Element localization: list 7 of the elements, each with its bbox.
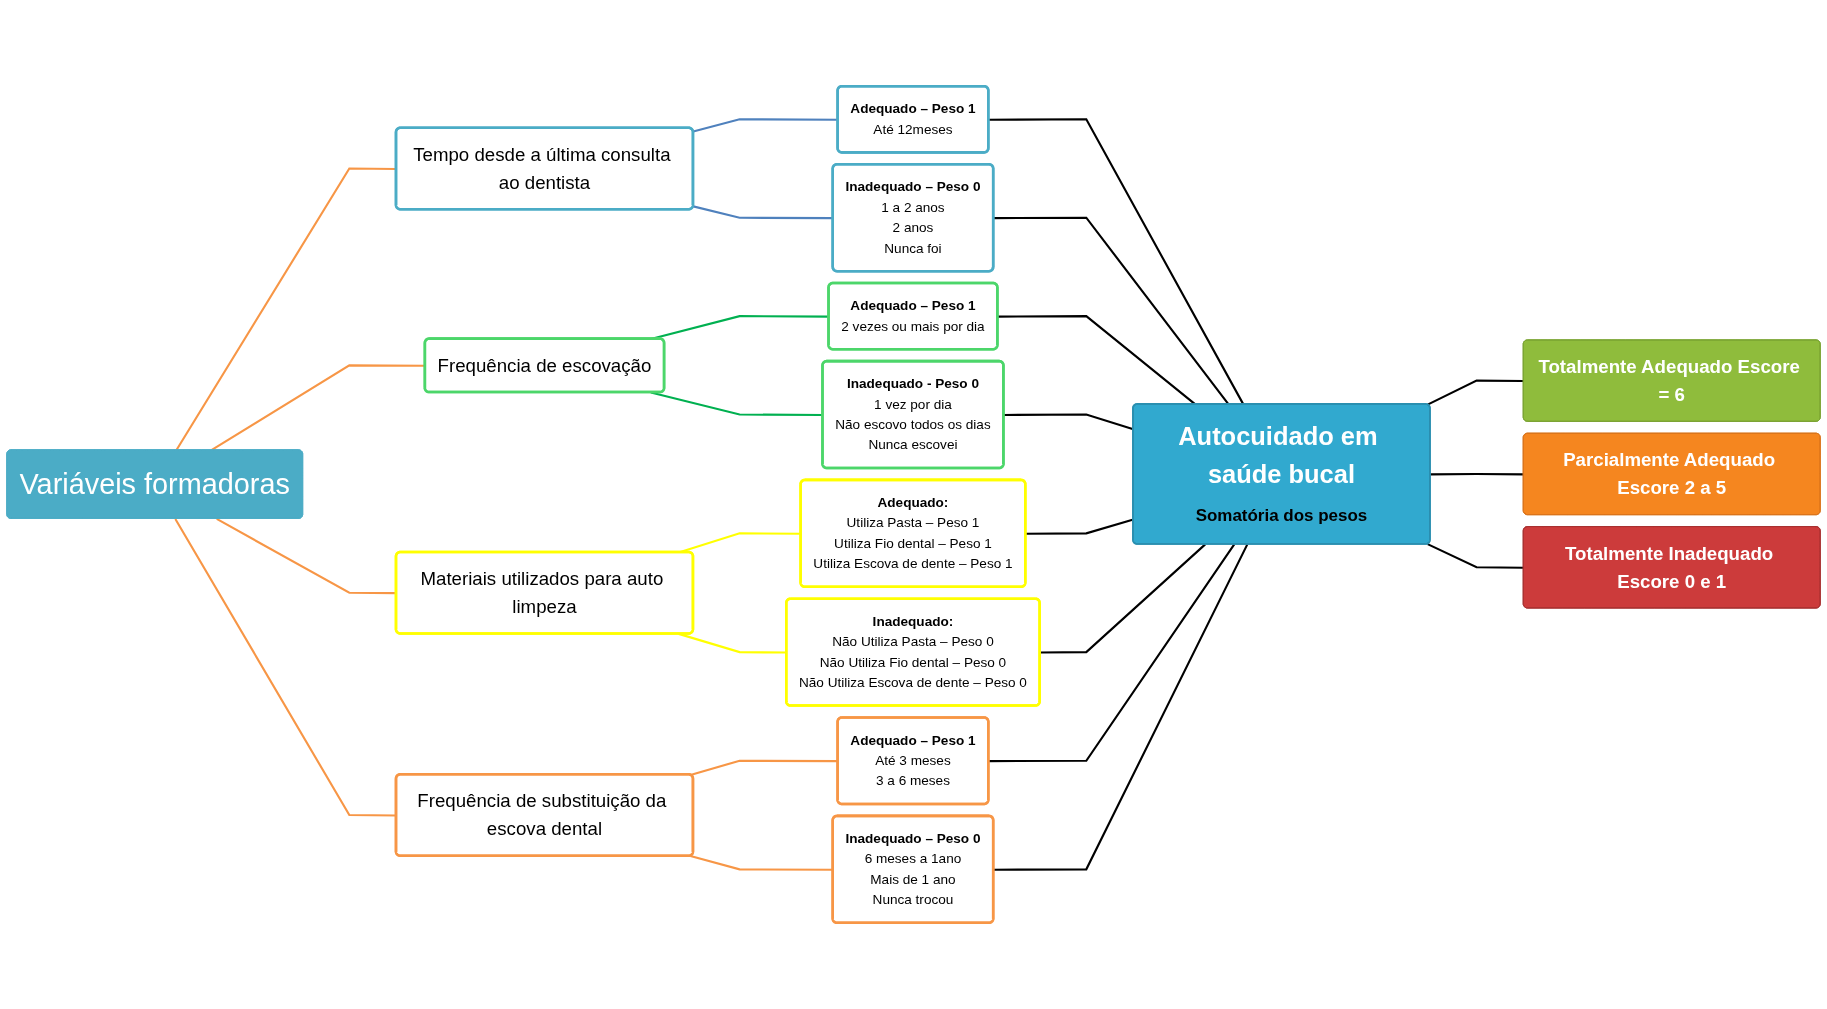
connector (1427, 379, 1524, 406)
connector (1430, 472, 1524, 476)
connector (1427, 543, 1524, 569)
connector (993, 543, 1249, 871)
connector (988, 543, 1236, 763)
connector (988, 118, 1245, 405)
connector (1040, 543, 1206, 654)
